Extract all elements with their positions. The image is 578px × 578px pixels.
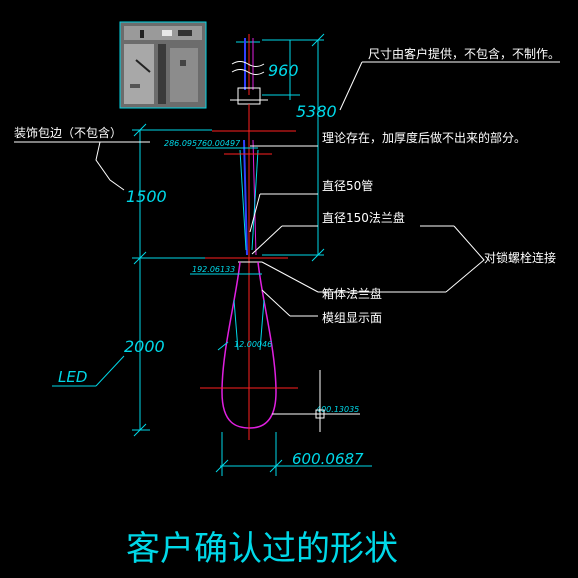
dim-2000: 2000 bbox=[124, 337, 165, 356]
dim-small-4: 12.00046 bbox=[234, 340, 272, 349]
pole-top bbox=[230, 34, 268, 105]
note-flange: 直径150法兰盘 bbox=[322, 210, 405, 225]
dim-960: 960 bbox=[268, 61, 299, 80]
annotations: 尺寸由客户提供，不包含，不制作。 装饰包边（不包含） 理论存在，加厚度后做不出来… bbox=[14, 46, 560, 325]
drawing-title: 客户确认过的形状 bbox=[126, 529, 398, 569]
dim-small-5: 400.13035 bbox=[316, 405, 359, 414]
dim-1500: 1500 bbox=[126, 187, 167, 206]
bottom-dimension: 600.0687 bbox=[215, 432, 372, 476]
right-dimension: 960 5380 bbox=[262, 33, 337, 262]
note-box-flange: 箱体法兰盘 bbox=[322, 286, 382, 301]
dim-small-2: 60.00497 bbox=[202, 139, 241, 148]
led-teardrop bbox=[200, 261, 298, 440]
note-bolt: 对锁螺栓连接 bbox=[484, 250, 556, 265]
led-label: LED bbox=[58, 368, 87, 386]
reference-photo bbox=[119, 21, 207, 109]
dim-width: 600.0687 bbox=[292, 450, 364, 468]
dim-small-3: 192.06133 bbox=[192, 265, 235, 274]
note-pipe: 直径50管 bbox=[322, 178, 373, 193]
note-theory: 理论存在，加厚度后做不出来的部分。 bbox=[322, 130, 526, 145]
note-trim: 装饰包边（不包含） bbox=[14, 125, 122, 140]
note-module: 模组显示面 bbox=[322, 311, 382, 325]
note-size: 尺寸由客户提供，不包含，不制作。 bbox=[368, 46, 560, 61]
dim-5380: 5380 bbox=[296, 102, 337, 121]
pole-shaft bbox=[205, 104, 296, 270]
left-dimension: 1500 2000 LED bbox=[52, 123, 212, 437]
small-dimensions: 286.0957 60.00497 192.06133 12.00046 400… bbox=[164, 139, 360, 432]
dim-small-1: 286.0957 bbox=[164, 139, 203, 148]
